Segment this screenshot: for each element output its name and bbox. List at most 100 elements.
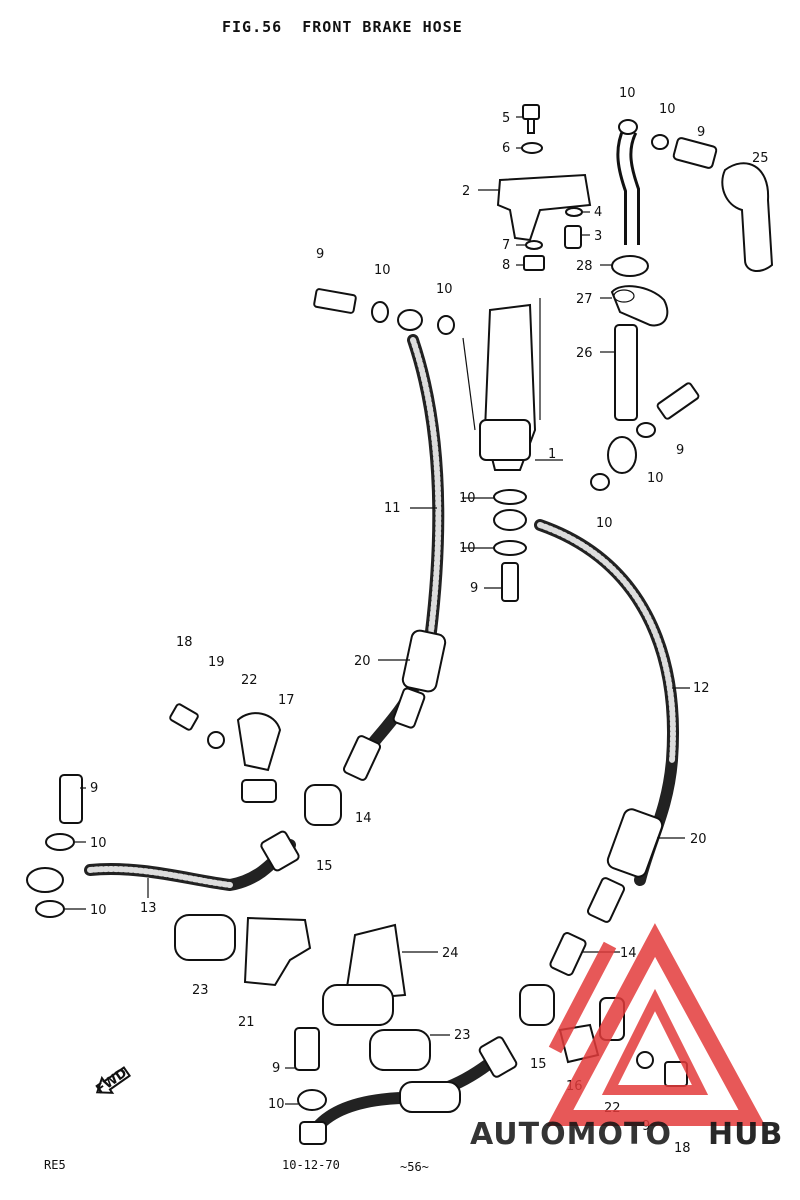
- washer-10-mid-a: [493, 489, 527, 505]
- callout-1: 1: [548, 447, 556, 462]
- washer-10-bottom: [297, 1089, 327, 1111]
- washer-10-mid-b: [493, 540, 527, 556]
- callout-5: 5: [502, 111, 510, 126]
- callout-18: 18: [176, 635, 193, 650]
- bolt-9-topleft: [313, 288, 357, 314]
- callout-9-bottom: 9: [272, 1061, 280, 1076]
- washer-10-lower: [590, 473, 610, 491]
- bolt-9-left: [59, 774, 83, 824]
- sleeve-23-lower-a: [322, 984, 394, 1026]
- callout-10-left-b: 10: [90, 903, 107, 918]
- clamp-15-right: [519, 984, 555, 1026]
- bolt-9-mid: [501, 562, 519, 602]
- banjo-fitting-13: [26, 867, 64, 893]
- screw-3: [564, 225, 582, 249]
- banjo-fitting-12: [493, 509, 527, 531]
- fwd-arrow-icon: FWD: [93, 1066, 132, 1097]
- callout-6: 6: [502, 141, 510, 156]
- washer-19: [207, 731, 225, 749]
- callout-2: 2: [462, 184, 470, 199]
- callout-10-mid-b: 10: [459, 541, 476, 556]
- hose-sleeve-20-lower: [606, 808, 664, 878]
- callout-23-left: 23: [192, 983, 209, 998]
- callout-9-right: 9: [676, 443, 684, 458]
- watermark-text: AUTOMOTO HUB: [470, 1117, 783, 1152]
- callout-22: 22: [241, 673, 258, 688]
- callout-10-top-a: 10: [619, 86, 636, 101]
- callout-11: 11: [384, 501, 401, 516]
- bracket-21: [243, 916, 312, 987]
- grommet-28: [611, 255, 649, 277]
- callout-9-topleft: 9: [316, 247, 324, 262]
- callout-15-left: 15: [316, 859, 333, 874]
- bracket-24: [343, 923, 407, 1002]
- callout-3: 3: [594, 229, 602, 244]
- callout-20-lower: 20: [690, 832, 707, 847]
- callout-23-lower: 23: [454, 1028, 471, 1043]
- callout-12: 12: [693, 681, 710, 696]
- callout-28: 28: [576, 259, 593, 274]
- callout-9-left: 9: [90, 781, 98, 796]
- bolt-18: [169, 703, 199, 731]
- callout-9-mid: 9: [470, 581, 478, 596]
- watermark-text-left: AUTOMOTO: [470, 1117, 672, 1152]
- callout-8: 8: [502, 258, 510, 273]
- bolt-9-right: [656, 382, 700, 420]
- callout-10-top-b: 10: [659, 102, 676, 117]
- plate-27: [610, 285, 669, 327]
- bracket-2: [496, 173, 592, 242]
- washer-4: [565, 207, 583, 217]
- callout-14-left: 14: [355, 811, 372, 826]
- callout-18-lower: 18: [674, 1141, 691, 1156]
- callout-17: 17: [278, 693, 295, 708]
- callout-10-lower: 10: [596, 516, 613, 531]
- washer-10-topleft: [371, 301, 389, 323]
- spring-26: [614, 324, 638, 421]
- bolt-5: [522, 104, 540, 120]
- figure-title: FIG.56 FRONT BRAKE HOSE: [222, 18, 463, 36]
- callout-26: 26: [576, 346, 593, 361]
- hose-joint-upper: [392, 687, 426, 729]
- footer-page: ~56~: [400, 1160, 429, 1174]
- clamp-15-left: [304, 784, 342, 826]
- triangle-a-logo-icon: [546, 923, 766, 1126]
- callout-9-top: 9: [697, 125, 705, 140]
- callout-4: 4: [594, 205, 602, 220]
- callout-10-bottom: 10: [268, 1097, 285, 1112]
- callout-24: 24: [442, 946, 459, 961]
- boot-25: [721, 162, 774, 272]
- clamp-22: [236, 712, 282, 772]
- callout-14-right: 14: [620, 946, 637, 961]
- callout-15-right: 15: [530, 1057, 547, 1072]
- callout-7: 7: [502, 238, 510, 253]
- washer-10-top-b: [651, 134, 669, 150]
- sleeve-lower-c: [399, 1081, 461, 1113]
- banjo-26-lower: [607, 436, 637, 474]
- hose-joint-right: [586, 877, 626, 923]
- callout-10-topleft: 10: [374, 263, 391, 278]
- callout-13: 13: [140, 901, 157, 916]
- callout-10-left-a: 10: [90, 836, 107, 851]
- banjo-fitting-top: [397, 309, 423, 331]
- washer-10-top-a: [618, 119, 638, 135]
- washer-10-topmid: [437, 315, 455, 335]
- washer-6: [521, 142, 543, 154]
- footer-left: RE5: [44, 1158, 66, 1172]
- callout-10-topmid: 10: [436, 282, 453, 297]
- callout-27: 27: [576, 292, 593, 307]
- bolt-9-top: [672, 137, 718, 169]
- hose-joint-14-left: [342, 735, 382, 781]
- sleeve-23-left: [174, 914, 236, 961]
- hose-joint-13: [260, 830, 300, 872]
- washer-10-left-a: [45, 833, 75, 851]
- nut-8: [523, 255, 545, 271]
- hose-joint-14-right: [549, 932, 587, 976]
- callout-20-upper: 20: [354, 654, 371, 669]
- washer-10-left-b: [35, 900, 65, 918]
- watermark-text-right: HUB: [708, 1117, 783, 1152]
- callout-10-right: 10: [647, 471, 664, 486]
- callout-10-mid-a: 10: [459, 491, 476, 506]
- washer-7: [525, 240, 543, 250]
